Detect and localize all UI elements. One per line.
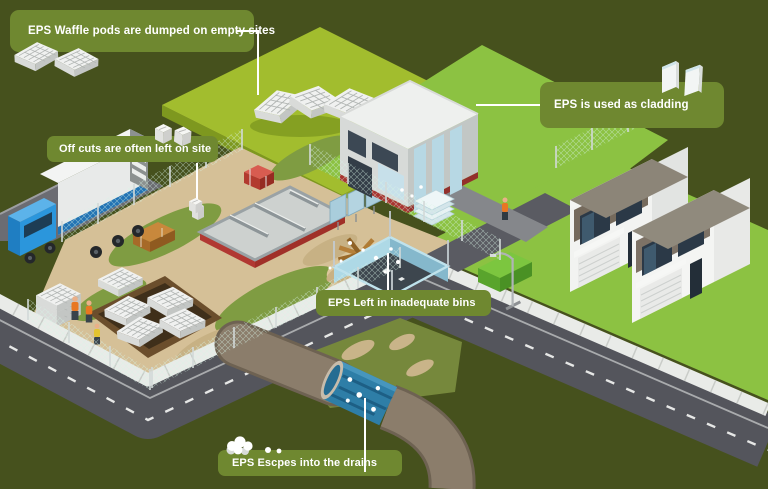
branch-road (425, 193, 578, 272)
callout-cladding: EPS is used as cladding (540, 82, 724, 128)
callout-bins: EPS Left in inadequate bins (316, 290, 491, 316)
building-path (433, 182, 548, 242)
construction-workers (71, 296, 100, 345)
callout-drains-label: EPS Escpes into the drains (232, 457, 378, 469)
callout-waffle-pods: EPS Waffle pods are dumped on empty site… (10, 10, 275, 52)
callout-drains: EPS Escpes into the drains (218, 450, 402, 476)
callout-off-cuts-label: Off cuts are often left on site (59, 143, 212, 155)
callout-bins-label: EPS Left in inadequate bins (328, 297, 476, 309)
waffle-pod-pit (88, 276, 222, 358)
brick-stack (244, 165, 274, 190)
eps-debris (328, 185, 423, 274)
drain-water-cutaway (320, 360, 398, 426)
drain-pipe (214, 320, 476, 489)
hedge (478, 252, 532, 292)
site-shed (192, 203, 204, 220)
pedestrian (502, 197, 508, 220)
timber-bundle (133, 222, 175, 252)
callout-off-cuts: Off cuts are often left on site (47, 136, 218, 162)
callout-cladding-label: EPS is used as cladding (554, 99, 689, 111)
townhouse-front (632, 178, 750, 323)
townhouses (570, 147, 750, 323)
callout-waffle-pods-label: EPS Waffle pods are dumped on empty site… (28, 25, 276, 37)
